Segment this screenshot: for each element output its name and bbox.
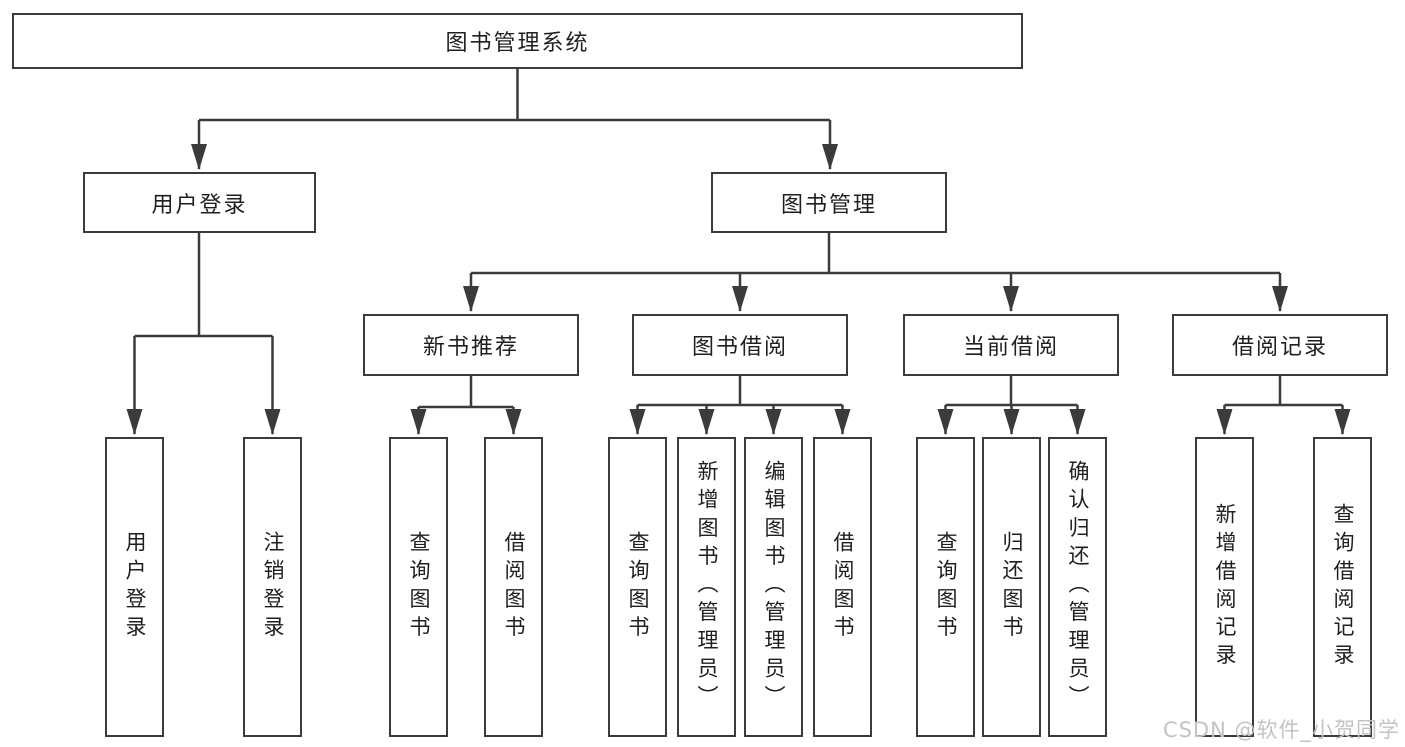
leaf-logout: 注销登录 <box>243 437 302 737</box>
leaf-borrow-books: 借阅图书 <box>813 437 872 737</box>
node-root-library-system: 图书管理系统 <box>12 13 1023 69</box>
leaf-return-book: 归还图书 <box>982 437 1041 737</box>
leaf-query-books-current: 查询图书 <box>916 437 975 737</box>
leaf-user-login: 用户登录 <box>105 437 164 737</box>
leaf-query-borrow-record-label: 查询借阅记录 <box>1331 502 1355 672</box>
leaf-edit-book-admin: 编辑图书（管理员） <box>744 437 803 737</box>
leaf-confirm-return-admin-label: 确认归还（管理员） <box>1066 460 1090 714</box>
leaf-add-book-admin: 新增图书（管理员） <box>677 437 736 737</box>
leaf-return-book-label: 归还图书 <box>1000 530 1024 644</box>
node-book-borrow: 图书借阅 <box>632 314 848 376</box>
csdn-watermark: CSDN @软件_小贺同学 <box>1162 718 1400 742</box>
leaf-query-borrow-record: 查询借阅记录 <box>1313 437 1372 737</box>
node-borrow-records: 借阅记录 <box>1172 314 1388 376</box>
leaf-query-books-recommend: 查询图书 <box>389 437 448 737</box>
leaf-borrow-books-recommend-label: 借阅图书 <box>502 530 526 644</box>
leaf-query-books-borrow-label: 查询图书 <box>626 530 650 644</box>
leaf-add-borrow-record-label: 新增借阅记录 <box>1213 502 1237 672</box>
node-book-management: 图书管理 <box>711 172 947 233</box>
leaf-query-books-recommend-label: 查询图书 <box>407 530 431 644</box>
leaf-borrow-books-recommend: 借阅图书 <box>484 437 543 737</box>
leaf-edit-book-admin-label: 编辑图书（管理员） <box>762 460 786 714</box>
leaf-user-login-label: 用户登录 <box>123 530 147 644</box>
leaf-add-book-admin-label: 新增图书（管理员） <box>695 460 719 714</box>
leaf-logout-label: 注销登录 <box>261 530 285 644</box>
leaf-query-books-borrow: 查询图书 <box>608 437 667 737</box>
node-new-book-recommend: 新书推荐 <box>363 314 579 376</box>
leaf-add-borrow-record: 新增借阅记录 <box>1195 437 1254 737</box>
leaf-confirm-return-admin: 确认归还（管理员） <box>1048 437 1107 737</box>
leaf-borrow-books-label: 借阅图书 <box>831 530 855 644</box>
node-user-login: 用户登录 <box>83 172 316 233</box>
leaf-query-books-current-label: 查询图书 <box>934 530 958 644</box>
node-current-borrow: 当前借阅 <box>903 314 1119 376</box>
